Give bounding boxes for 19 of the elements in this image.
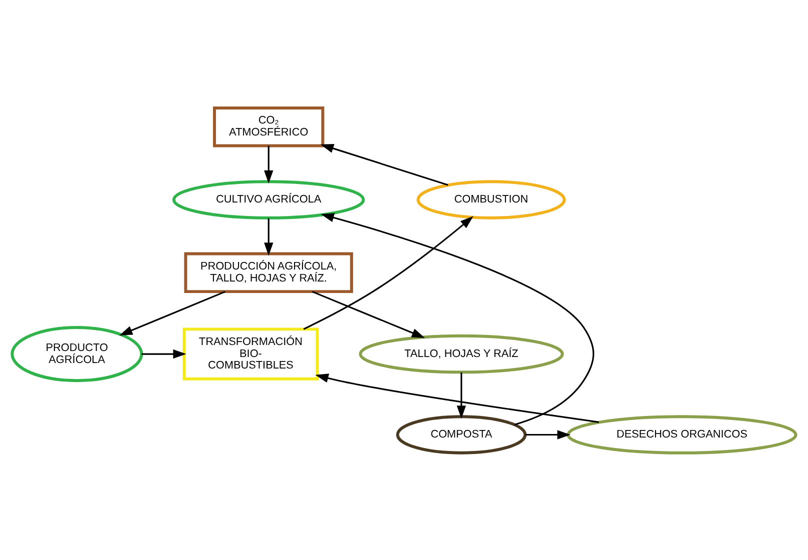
arrow [312,290,425,338]
arrow [526,430,570,439]
node-ellipse: TALLO, HOJAS Y RAÍZ [358,334,564,374]
node-ellipse: CULTIVO AGRÍCOLA [172,180,365,219]
arrow [264,145,274,184]
node-ellipse: COMBUSTION [416,180,566,219]
arrow [303,216,474,330]
node-ellipse: DESECHOS ORGANICOS [566,414,798,454]
arrow [320,143,448,186]
node-box: CO₂ ATMOSFÉRICO [212,106,324,147]
arrow [320,212,594,425]
arrow [264,218,274,256]
arrow [315,373,599,422]
node-ellipse: COMPOSTA [396,414,527,454]
arrow [119,290,226,335]
arrow [142,348,186,358]
arrow [456,372,466,418]
node-box: PRODUCCIÓN AGRÍCOLA, TALLO, HOJAS Y RAÍZ. [184,252,354,293]
node-box: TRANSFORMACIÓN BIO- COMBUSTIBLES [182,327,319,380]
